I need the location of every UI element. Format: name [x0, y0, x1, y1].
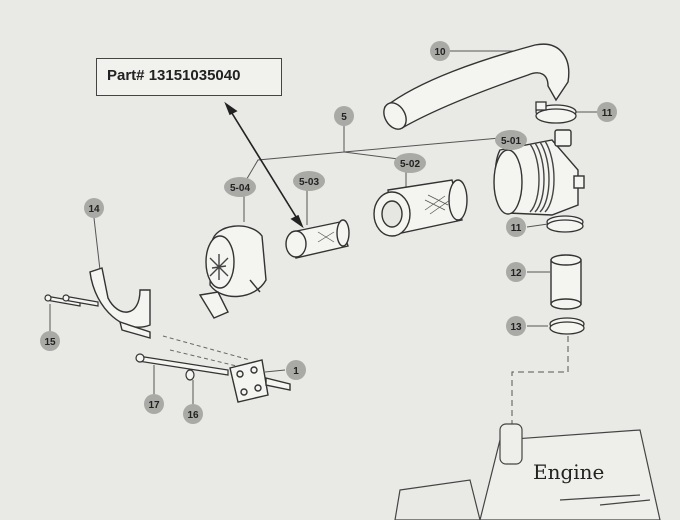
svg-text:11: 11	[602, 108, 613, 119]
callout-14: 14	[84, 198, 104, 218]
long-bolt	[135, 353, 229, 376]
callout-11-middle: 11	[506, 217, 526, 237]
washer	[185, 369, 195, 381]
svg-text:1: 1	[293, 366, 299, 377]
svg-text:5-04: 5-04	[230, 183, 250, 194]
mounting-bracket	[229, 359, 291, 403]
callout-13: 13	[506, 316, 526, 336]
intake-hose	[383, 43, 570, 130]
outer-filter-element	[373, 179, 468, 237]
callout-10: 10	[430, 41, 450, 61]
hose-clamp-middle	[546, 215, 584, 233]
engine-outline	[394, 423, 661, 520]
callout-12: 12	[506, 262, 526, 282]
svg-text:12: 12	[510, 268, 522, 279]
callout-5-03: 5-03	[293, 171, 325, 191]
callout-5-01: 5-01	[495, 130, 527, 150]
svg-text:16: 16	[187, 410, 199, 421]
svg-text:14: 14	[88, 204, 100, 215]
hose-clamp-bottom	[549, 317, 585, 335]
svg-text:5-02: 5-02	[400, 159, 420, 170]
callout-17: 17	[144, 394, 164, 414]
callout-5-04: 5-04	[224, 177, 256, 197]
svg-text:5: 5	[341, 112, 347, 123]
svg-text:17: 17	[148, 400, 160, 411]
rubber-sleeve	[550, 254, 582, 310]
bracket-dashed-lines	[162, 335, 251, 369]
part-number-box: Part# 13151035040	[96, 58, 282, 96]
callout-1: 1	[286, 360, 306, 380]
mounting-strap	[89, 267, 151, 339]
callout-16: 16	[183, 404, 203, 424]
callout-5: 5	[334, 106, 354, 126]
svg-text:10: 10	[434, 47, 446, 58]
part-pointer-arrow	[224, 101, 304, 229]
svg-text:11: 11	[511, 223, 522, 234]
callout-bubbles: 10 11 5 5-01 5-02 5-03 5-04 14 11 12 13 …	[40, 41, 617, 424]
svg-text:15: 15	[44, 337, 56, 348]
svg-text:5-03: 5-03	[299, 177, 319, 188]
inner-filter-element	[285, 219, 350, 259]
air-cleaner-housing	[493, 129, 585, 216]
bolts	[44, 294, 99, 307]
engine-label: Engine	[533, 460, 605, 484]
engine-connection-dashed-line	[511, 336, 569, 425]
part-number-label: Part# 13151035040	[107, 67, 241, 84]
svg-text:13: 13	[510, 322, 522, 333]
air-cleaner-cover	[198, 225, 267, 319]
callout-11-top: 11	[597, 102, 617, 122]
hose-clamp-top	[535, 101, 577, 124]
callout-15: 15	[40, 331, 60, 351]
svg-text:5-01: 5-01	[501, 136, 521, 147]
callout-5-02: 5-02	[394, 153, 426, 173]
